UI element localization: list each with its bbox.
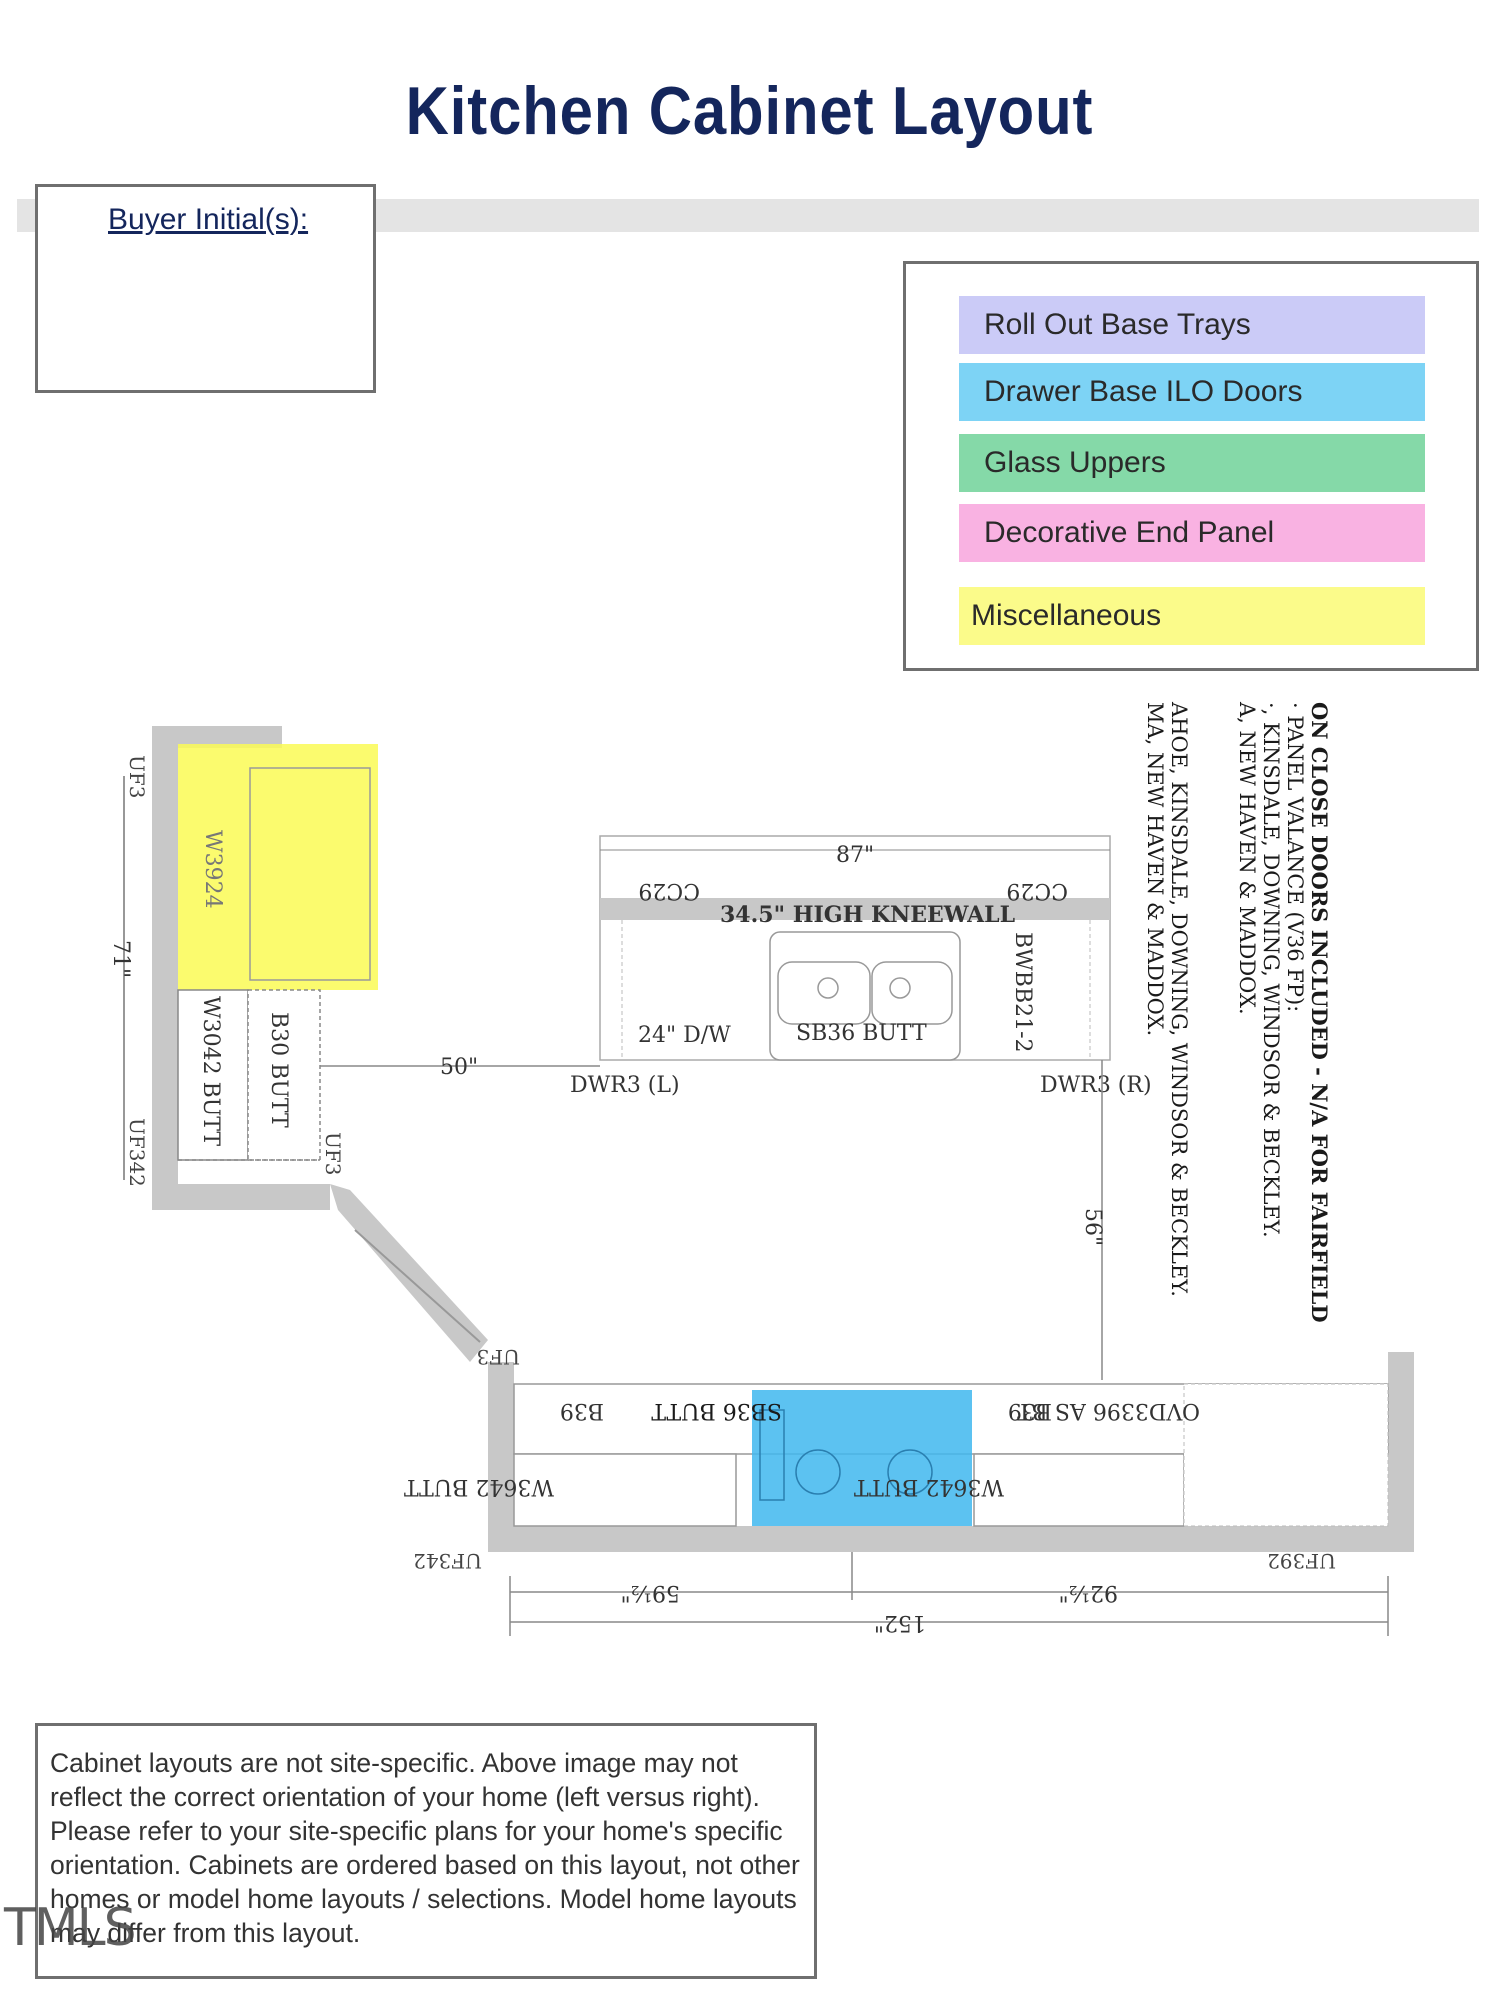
disclaimer-text: Cabinet layouts are not site-specific. A… bbox=[50, 1748, 800, 1948]
legend-item-glass-uppers: Glass Uppers bbox=[959, 434, 1425, 492]
kneewall bbox=[600, 898, 1110, 920]
dwr-left-label: DWR3 (L) bbox=[570, 1073, 680, 1098]
left-dim: 71" bbox=[108, 940, 133, 978]
floor-plan: UF3 W3924 71" W3042 BUTT B30 BUTT UF342 … bbox=[108, 701, 1414, 1636]
back-ovd bbox=[1183, 1383, 1389, 1527]
back-uf-bl: UF342 bbox=[413, 1549, 482, 1573]
island-width-dim: 87" bbox=[836, 843, 874, 868]
mls-watermark: TMLS bbox=[4, 1898, 137, 1958]
left-uf-bottom: UF342 bbox=[125, 1118, 149, 1187]
note-5: AHOE, KINSDALE, DOWNING, WINDSOR & BECKL… bbox=[1167, 701, 1191, 1297]
buyer-initials-box[interactable]: Buyer Initial(s): bbox=[35, 184, 376, 393]
island-cc-right: CC29 bbox=[1006, 878, 1068, 903]
back-dim-right: 92½" bbox=[1059, 1580, 1118, 1605]
spacing-dim: 50" bbox=[440, 1055, 478, 1080]
legend-item-drawer-base: Drawer Base ILO Doors bbox=[959, 363, 1425, 421]
back-upper-left bbox=[513, 1453, 737, 1527]
island-cc-left: CC29 bbox=[638, 878, 700, 903]
back-b-left: B39 bbox=[560, 1398, 604, 1423]
left-wall bbox=[152, 726, 178, 1210]
angled-wall bbox=[330, 1184, 488, 1362]
note-4: A, NEW HAVEN & MADDOX. bbox=[1235, 701, 1259, 1015]
back-dim-total: 152" bbox=[874, 1610, 926, 1635]
island-sink-label: SB36 BUTT bbox=[796, 1021, 927, 1046]
legend-item-rollout: Roll Out Base Trays bbox=[959, 296, 1425, 354]
back-wall-bottom bbox=[488, 1526, 1410, 1552]
left-upper2-label: W3042 BUTT bbox=[198, 996, 223, 1146]
legend-item-end-panel: Decorative End Panel bbox=[959, 504, 1425, 562]
back-wall-right bbox=[1388, 1352, 1414, 1552]
legend-item-misc: Miscellaneous bbox=[959, 587, 1425, 645]
back-uf-br: UF392 bbox=[1267, 1549, 1336, 1573]
legend: Roll Out Base Trays Drawer Base ILO Door… bbox=[903, 261, 1479, 671]
dwr-right-label: DWR3 (R) bbox=[1040, 1073, 1152, 1098]
bwbb-label: BWBB21-2 bbox=[1010, 932, 1035, 1053]
island-sink bbox=[769, 931, 961, 1061]
back-sink-label: SB36 BUTT bbox=[651, 1398, 782, 1423]
note-2: · PANEL VALANCE (V36 FP): bbox=[1283, 702, 1307, 1012]
back-upper-right bbox=[973, 1453, 1185, 1527]
left-base-label: B30 BUTT bbox=[266, 1012, 291, 1128]
left-upper-label: W3924 bbox=[200, 830, 225, 909]
back-w-left: W3642 BUTT bbox=[404, 1474, 554, 1499]
back-b-right: B39 bbox=[1008, 1398, 1052, 1423]
back-ovd-label: OVD3396 AS BT bbox=[1017, 1398, 1200, 1423]
left-wall-top-cap bbox=[152, 726, 282, 748]
note-3: ·, KINSDALE, DOWNING, WINDSOR & BECKLEY. bbox=[1259, 702, 1283, 1238]
aisle-dim: 56" bbox=[1080, 1208, 1105, 1246]
note-6: MA, NEW HAVEN & MADDOX. bbox=[1143, 702, 1167, 1036]
upper-cabinet-w3924 bbox=[178, 744, 378, 990]
dishwasher-label: 24" D/W bbox=[638, 1023, 731, 1048]
back-uf-left: UF3 bbox=[477, 1345, 520, 1369]
left-wall-bottom bbox=[152, 1184, 330, 1210]
page-title: Kitchen Cabinet Layout bbox=[405, 73, 1094, 149]
left-uf-right: UF3 bbox=[321, 1132, 345, 1175]
back-sink-highlight bbox=[752, 1390, 972, 1526]
kneewall-label: 34.5" HIGH KNEEWALL bbox=[720, 902, 1015, 928]
left-uf-top: UF3 bbox=[125, 755, 149, 798]
note-1: ON CLOSE DOORS INCLUDED - N/A FOR FAIRFI… bbox=[1307, 702, 1332, 1323]
disclaimer-box: Cabinet layouts are not site-specific. A… bbox=[35, 1723, 817, 1979]
cabinet-b30 bbox=[247, 989, 321, 1161]
back-w-right: W3642 BUTT bbox=[854, 1474, 1004, 1499]
buyer-initials-label: Buyer Initial(s): bbox=[108, 203, 309, 236]
back-wall-left bbox=[488, 1362, 514, 1542]
back-dim-left: 59½" bbox=[621, 1580, 680, 1605]
